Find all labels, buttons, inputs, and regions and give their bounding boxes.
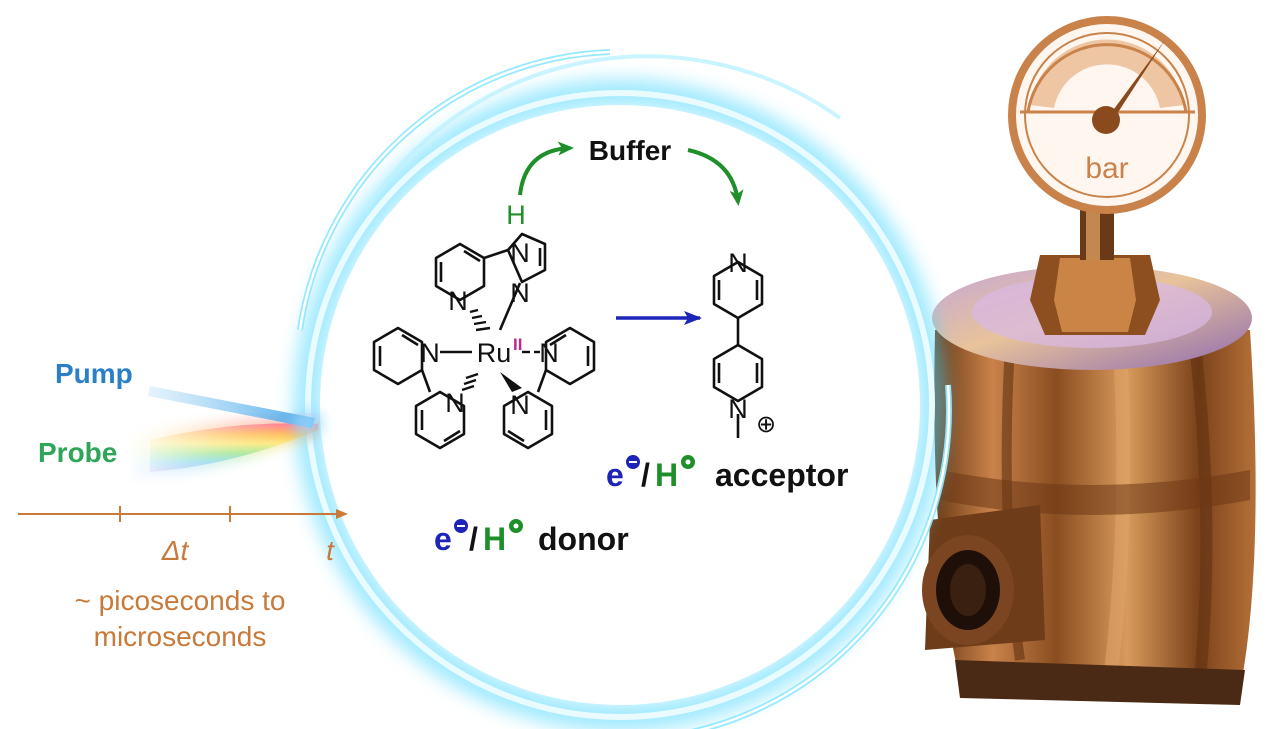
ru-metal-label: Ru [477,338,512,368]
pump-beam [148,386,324,440]
donor-word: donor [538,521,629,557]
probe-label: Probe [38,437,117,468]
pyridine-n-bottom-left: N [445,388,465,418]
gauge-unit: bar [1085,152,1128,185]
acceptor-structure [712,260,764,438]
acceptor-word: acceptor [715,457,848,493]
delta-t-label: Δt [161,535,190,566]
ru-complex-structure [372,232,596,450]
acceptor-slash: / [641,457,650,493]
ru-wedge-bond [500,372,522,392]
donor-label: e / H donor [434,519,629,557]
acceptor-n-bottom: N [728,394,748,424]
acceptor-label: e / H acceptor [606,455,848,493]
acceptor-electron: e [606,457,624,493]
ru-oxidation-state: II [513,335,522,354]
imidazole-h-label: H [506,200,526,230]
pressure-vessel-icon [922,200,1256,705]
imidazole-n-top: N [510,238,530,268]
ru-coordination-wedges [461,308,540,392]
buffer-arrow-right [687,148,744,206]
buffer-label: Buffer [589,135,672,166]
time-axis [18,506,348,522]
pyridine-n-bottom-right: N [510,390,530,420]
donor-proton: H [483,521,506,557]
pyridine-n-left: N [420,338,440,368]
t-label: t [326,535,335,566]
time-range-line1: ~ picoseconds to [75,585,286,616]
donor-electron: e [434,521,452,557]
acceptor-charge-icon: ⊕ [756,411,776,438]
pump-label: Pump [55,358,133,389]
donor-slash: / [469,521,478,557]
time-range-line2: microseconds [94,621,267,652]
imidazole-n-bottom: N [510,278,530,308]
pressure-gauge-icon [1008,16,1206,214]
acceptor-n-top: N [728,248,748,278]
pyridine-n-right: N [539,338,559,368]
probe-beam [130,419,320,478]
buffer-arrow-left [518,141,574,196]
pyridine-n-top: N [448,286,468,316]
acceptor-proton: H [655,457,678,493]
